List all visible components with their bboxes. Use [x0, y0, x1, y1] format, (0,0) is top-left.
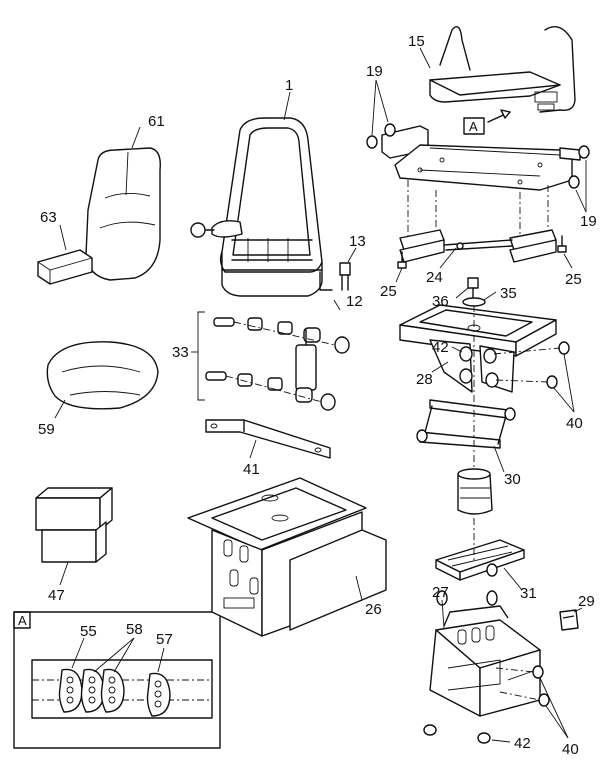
callout-13: 13 [349, 233, 366, 250]
part-40-bushings-lower [495, 665, 550, 707]
callout-41: 41 [243, 461, 260, 478]
part-36-valve [467, 277, 479, 301]
callout-26: 26 [365, 601, 382, 618]
inset-view-a [13, 611, 221, 749]
leader-27 [441, 599, 445, 629]
callout-31: 31 [520, 585, 537, 602]
part-47-box [35, 487, 113, 563]
leader-28 [431, 361, 449, 373]
part-29-cap [559, 609, 579, 631]
leader-63 [59, 224, 67, 251]
leader-26 [355, 575, 363, 601]
callout-15: 15 [408, 33, 425, 50]
part-1-seat-back-frame [190, 117, 333, 297]
callout-30: 30 [504, 471, 521, 488]
callout-35: 35 [500, 285, 517, 302]
leader-29 [573, 607, 583, 613]
view-a-pointer [463, 109, 511, 135]
callout-labels: 1 12 13 15 19 19 24 25 25 26 27 28 29 30… [18, 33, 597, 758]
part-41-bracket [205, 419, 331, 459]
callout-57: 57 [156, 631, 173, 648]
leader-19a-2 [375, 79, 389, 123]
part-35-washer [462, 297, 486, 307]
callout-19-upper: 19 [366, 63, 383, 80]
leader-19a-1 [371, 79, 377, 136]
callout-27: 27 [432, 584, 449, 601]
leader-40b-1 [539, 677, 569, 739]
leader-40a-2 [553, 387, 575, 413]
callout-58: 58 [126, 621, 143, 638]
seat-slide-frame [381, 125, 581, 191]
leader-59 [54, 399, 66, 419]
callout-55: 55 [80, 623, 97, 640]
leader-40b-2 [545, 705, 569, 739]
callout-63: 63 [40, 209, 57, 226]
callout-47: 47 [48, 587, 65, 604]
part-31-lower-linkage [435, 518, 525, 581]
part-15-seat-frame [429, 26, 576, 113]
part-27-lower-base [429, 605, 541, 717]
leader-15 [419, 47, 431, 69]
callout-42-upper: 42 [432, 339, 449, 356]
leader-40a-1 [563, 353, 575, 413]
part-40-bushings-upper [493, 341, 570, 389]
part-63-armrest [37, 249, 93, 285]
leader-42b [491, 739, 511, 743]
callout-40-upper: 40 [566, 415, 583, 432]
leader-19b-2 [575, 189, 587, 213]
leader-25a [395, 267, 403, 283]
callout-36: 36 [432, 293, 449, 310]
callout-33: 33 [172, 344, 189, 361]
callout-29: 29 [578, 593, 595, 610]
leader-13 [347, 247, 357, 263]
callout-59: 59 [38, 421, 55, 438]
air-spring [457, 468, 493, 515]
leader-30 [493, 445, 505, 473]
leader-24 [439, 247, 457, 269]
callout-24: 24 [426, 269, 443, 286]
leader-61 [131, 126, 141, 149]
callout-19-right: 19 [580, 213, 597, 230]
callout-1: 1 [285, 77, 293, 94]
leader-25b [563, 253, 573, 269]
leader-12 [333, 299, 341, 311]
part-26-base [187, 477, 387, 637]
callout-28: 28 [416, 371, 433, 388]
leader-42a [451, 346, 463, 353]
part-59-seat-cushion [46, 341, 159, 410]
leader-31 [503, 567, 523, 591]
callout-25-left: 25 [380, 283, 397, 300]
part-61-seat-back-cushion [85, 147, 161, 281]
part-33-shock-kit [191, 311, 350, 411]
callout-12: 12 [346, 293, 363, 310]
part-25-bolts [397, 235, 567, 269]
leader-1 [283, 91, 291, 121]
part-19-washers [366, 123, 590, 189]
leader-47 [59, 561, 69, 586]
callout-61: 61 [148, 113, 165, 130]
part-28-upper-tray [399, 304, 557, 393]
part-42-bushings [423, 590, 498, 744]
leader-41 [249, 439, 257, 459]
part-24-link-rod [399, 180, 557, 263]
leader-35 [483, 291, 497, 301]
callout-42-lower: 42 [514, 735, 531, 752]
part-30-linkage-arm [416, 305, 516, 470]
part-13-bolt [339, 262, 351, 291]
view-a-pointer-label: A [469, 119, 478, 134]
callout-40-lower: 40 [562, 741, 579, 758]
inset-a-label: A [18, 613, 27, 628]
callout-25-right: 25 [565, 271, 582, 288]
leader-36 [455, 287, 469, 299]
